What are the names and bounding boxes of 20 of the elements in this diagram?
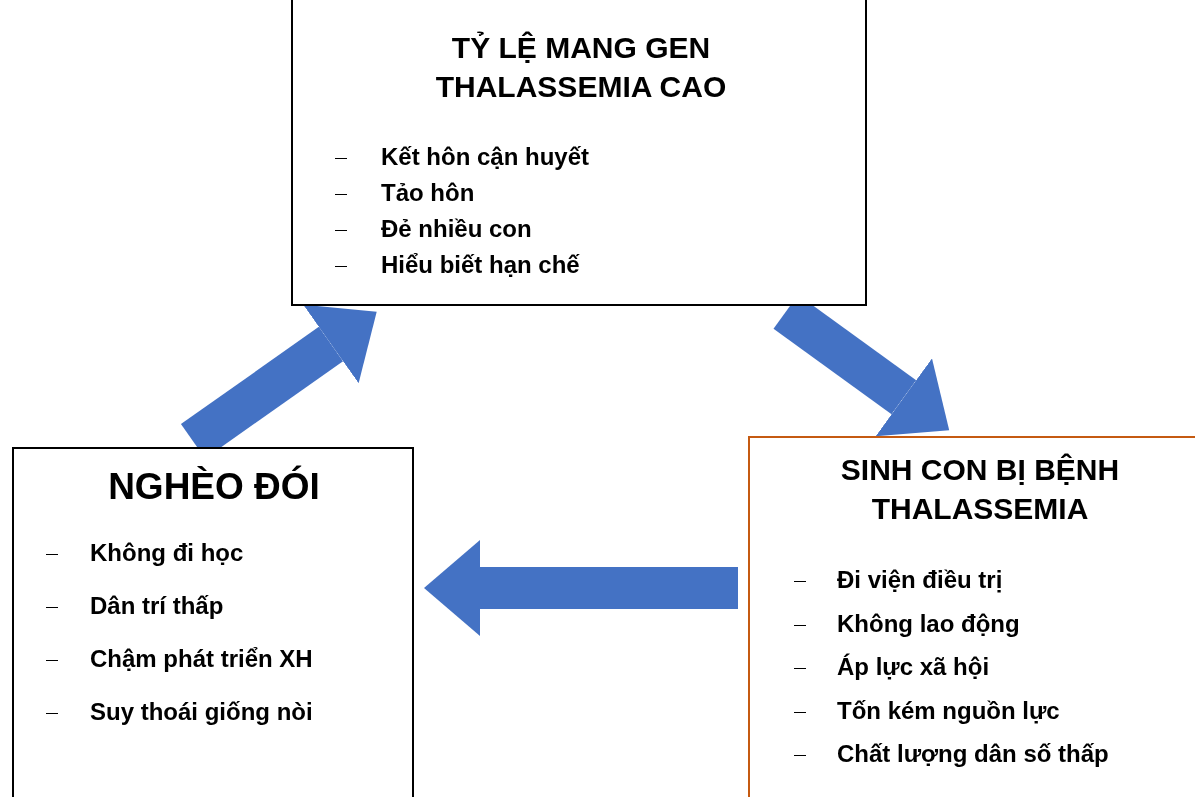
- list-item: Chậm phát triển XH: [90, 645, 313, 673]
- list-item: Tảo hôn: [381, 179, 475, 207]
- list-item: Hiểu biết hạn chế: [381, 251, 580, 279]
- list-item: Không lao động: [837, 609, 1020, 638]
- list-item: Kết hôn cận huyết: [381, 143, 590, 171]
- block-arrow: [424, 540, 738, 636]
- list-item: Chất lượng dân số thấp: [837, 740, 1109, 768]
- list-item: Tốn kém nguồn lực: [837, 696, 1060, 725]
- text-box: [748, 436, 1195, 797]
- list-item: Đẻ nhiều con: [381, 215, 532, 243]
- box-heading: NGHÈO ĐÓI: [107, 464, 321, 509]
- list-item: Không đi học: [90, 539, 244, 567]
- text-box: [12, 447, 414, 797]
- list-item: Đi viện điều trị: [837, 566, 1003, 594]
- text-box: [291, 0, 867, 306]
- list-item: Dân trí thấp: [90, 592, 224, 620]
- box-heading: TỶ LỆ MANG GEN THALASSEMIA CAO: [434, 30, 728, 105]
- box-heading: SINH CON BỊ BỆNH THALASSEMIA: [839, 452, 1121, 527]
- list-item: Suy thoái giống nòi: [90, 698, 313, 726]
- list-item: Áp lực xã hội: [837, 653, 990, 681]
